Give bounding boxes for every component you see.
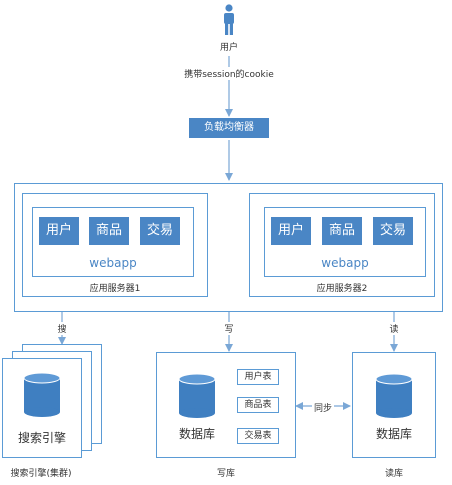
write-db: 数据库 用户表 商品表 交易表 (156, 352, 296, 458)
app-server-2: 用户 商品 交易 webapp 应用服务器2 (249, 193, 435, 297)
webapp-label-1: webapp (89, 256, 137, 270)
read-db: 数据库 (352, 352, 436, 458)
search-engine-title: 搜索引擎 (17, 431, 66, 445)
load-balancer-label: 负载均衡器 (204, 122, 254, 133)
sync-label: 同步 (312, 401, 334, 414)
app-server-2-caption: 应用服务器2 (316, 284, 368, 294)
read-db-cylinder-icon (375, 373, 413, 418)
module-trade-2: 交易 (373, 217, 413, 245)
user-node: 用户 (212, 4, 246, 56)
app-server-1: 用户 商品 交易 webapp 应用服务器1 (22, 193, 208, 297)
search-db-cylinder-icon (23, 372, 61, 417)
module-product-1: 商品 (89, 217, 129, 245)
write-db-caption: 写库 (216, 469, 235, 479)
table-users: 用户表 (237, 369, 279, 385)
app-server-1-caption: 应用服务器1 (89, 284, 141, 294)
read-db-title: 数据库 (375, 427, 412, 441)
user-label: 用户 (219, 43, 238, 53)
webapp-label-2: webapp (321, 256, 369, 270)
webapp-container-2: 用户 商品 交易 webapp (264, 207, 426, 277)
module-user-1: 用户 (39, 217, 79, 245)
module-trade-1: 交易 (140, 217, 180, 245)
search-engine: 搜索引擎 (2, 358, 82, 458)
table-trades: 交易表 (237, 428, 279, 444)
search-arrow-label: 搜 (55, 322, 69, 335)
table-products: 商品表 (237, 397, 279, 413)
module-user-2: 用户 (271, 217, 311, 245)
write-db-title: 数据库 (178, 427, 215, 441)
search-engine-caption: 搜索引擎(集群) (10, 469, 72, 479)
write-db-cylinder-icon (178, 373, 216, 418)
cookie-label: 携带session的cookie (176, 67, 282, 80)
write-arrow-label: 写 (222, 322, 236, 335)
read-db-caption: 读库 (384, 469, 403, 479)
read-arrow-label: 读 (387, 322, 401, 335)
module-product-2: 商品 (322, 217, 362, 245)
webapp-container-1: 用户 商品 交易 webapp (32, 207, 194, 277)
person-icon (224, 4, 234, 35)
load-balancer: 负载均衡器 (189, 118, 269, 138)
